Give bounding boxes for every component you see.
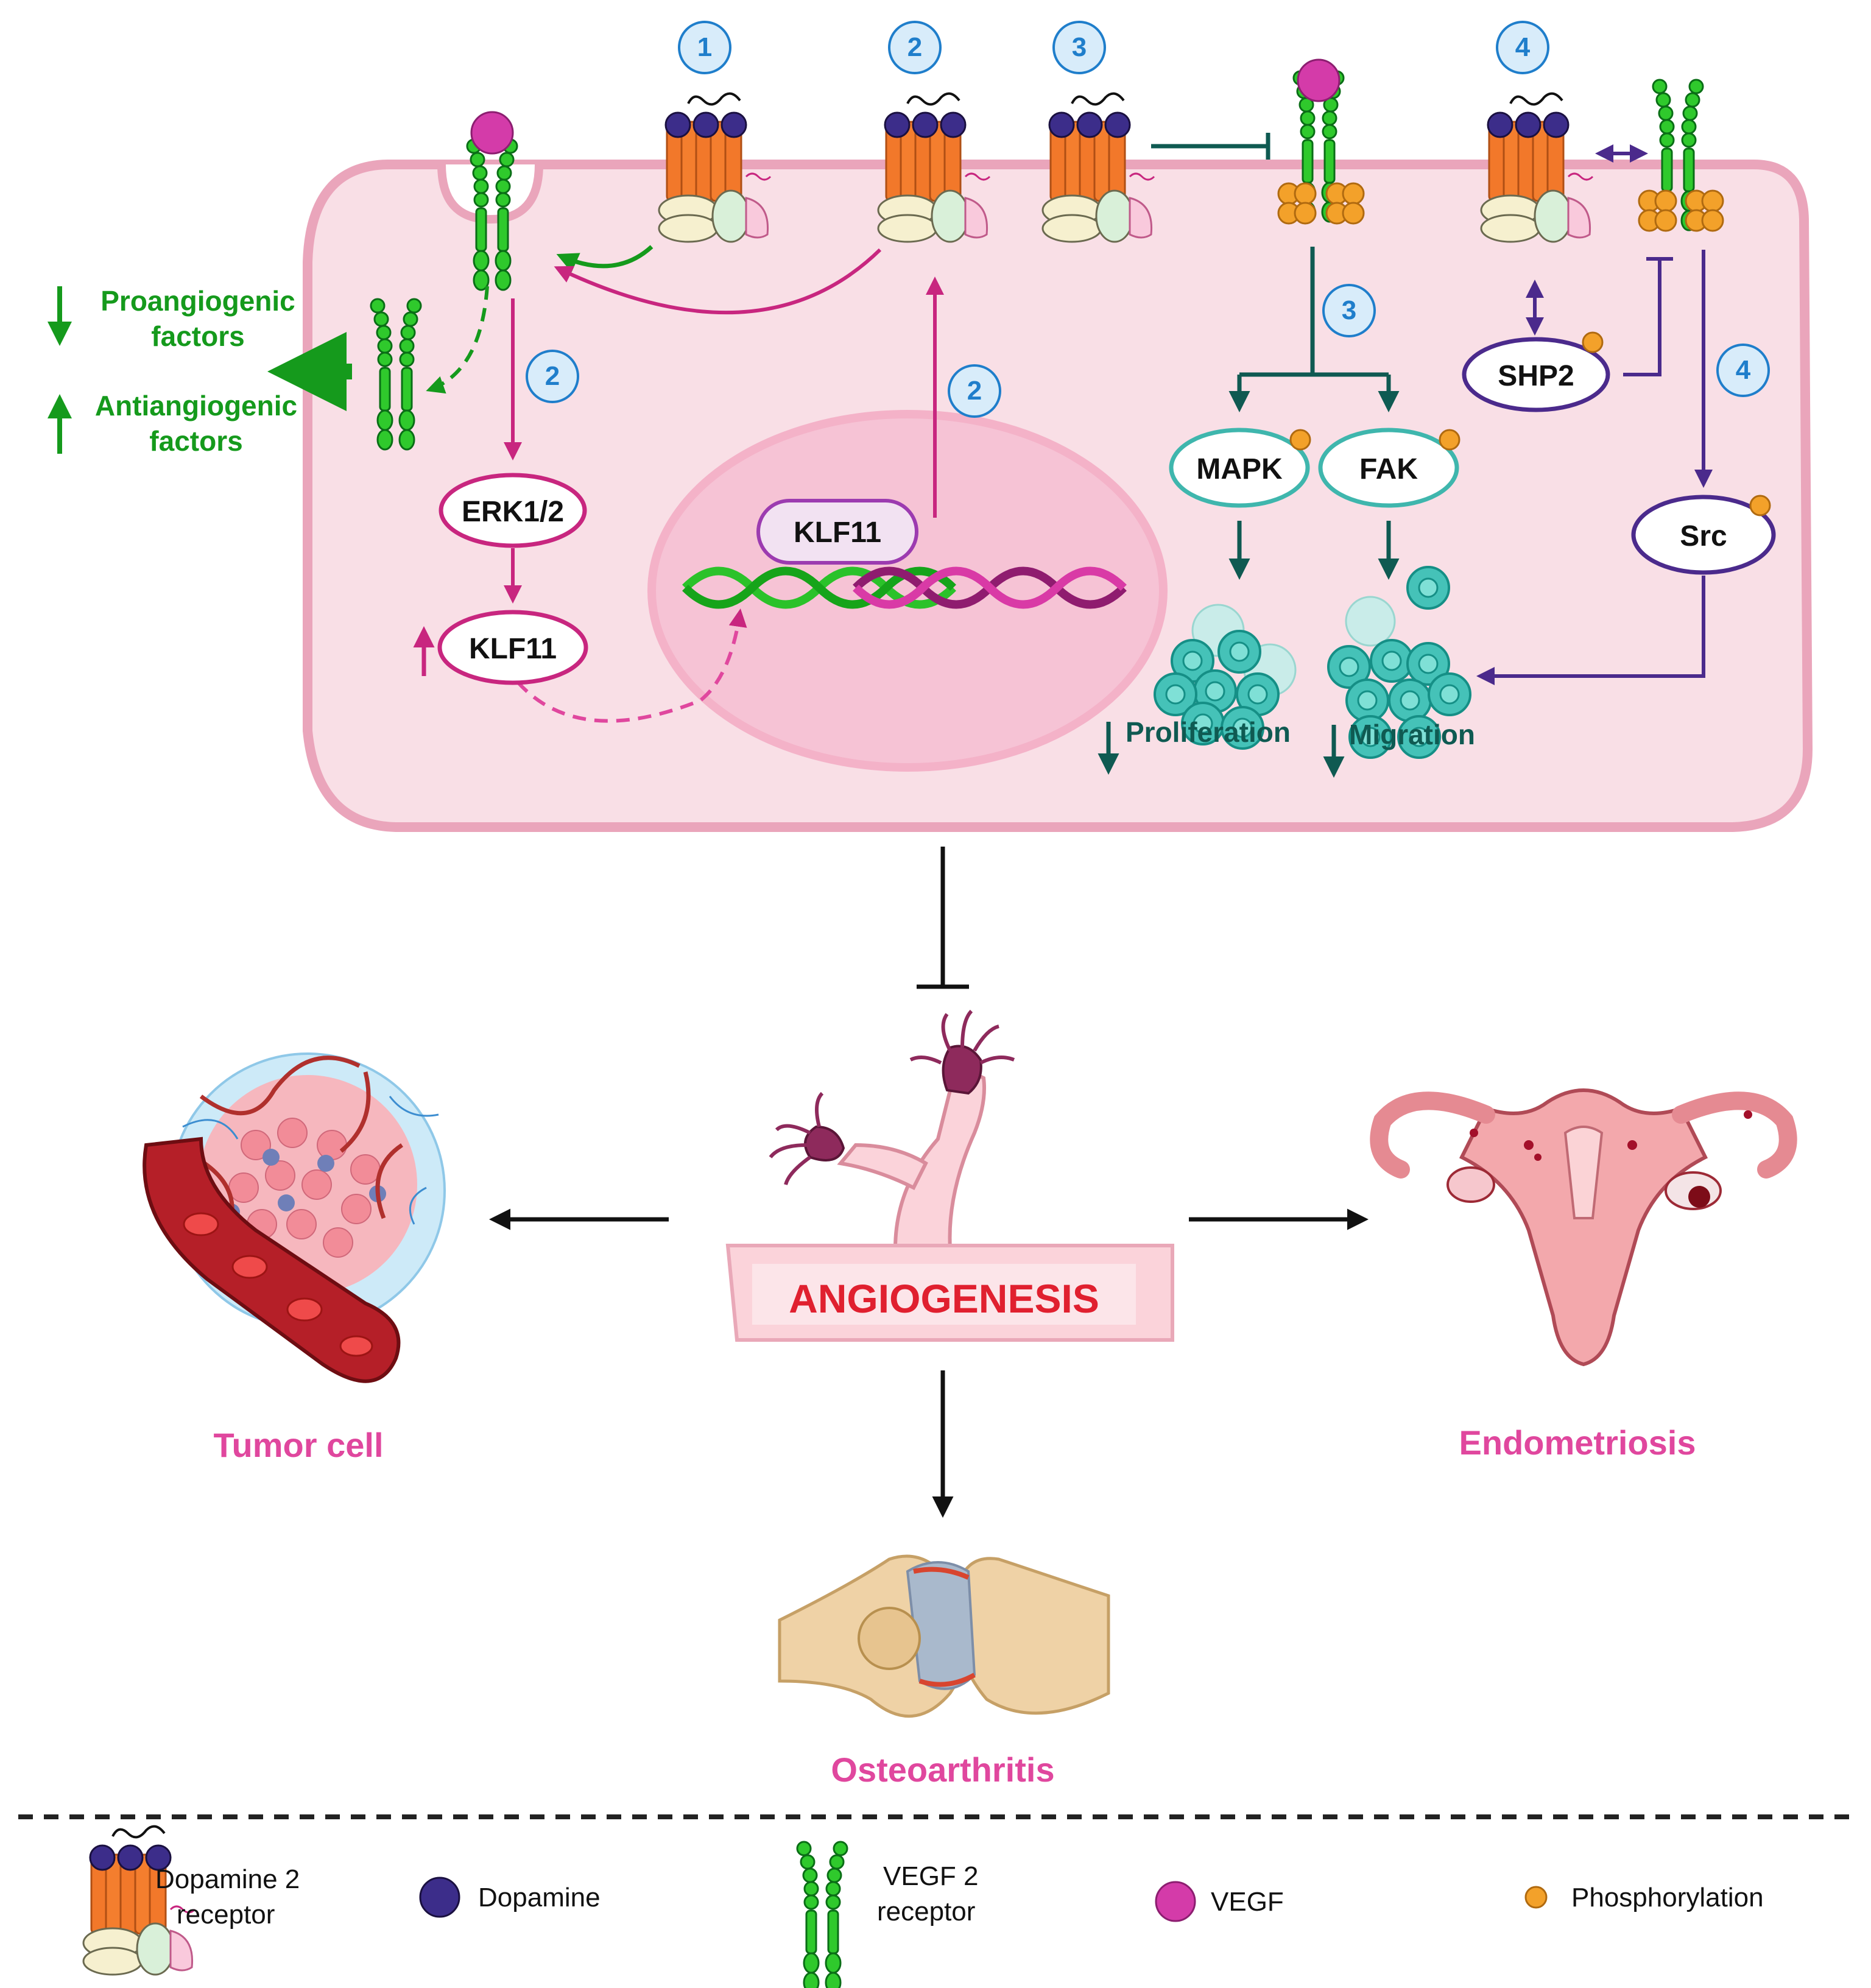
tumor-label: Tumor cell [213, 1426, 383, 1464]
step-badge-3a-label: 3 [1072, 32, 1087, 62]
proliferation-cluster [1154, 604, 1297, 750]
proliferation-label: Proliferation [1126, 716, 1291, 748]
phospho-src [1749, 495, 1771, 516]
inhibit-shp2-vegfr [1623, 259, 1661, 376]
step-badge-2b: 2 [526, 350, 579, 403]
angiogenesis-illustration [725, 1009, 1174, 1342]
step-badge-2c: 2 [948, 364, 1001, 418]
antiangiogenic-label-1: Antiangiogenic [95, 390, 297, 421]
dashed-arrow-to-soluble [426, 286, 489, 394]
migration-label: Migration [1349, 719, 1475, 750]
phospho-mapk [1289, 429, 1311, 451]
legend-vegf-label: VEGF [1211, 1887, 1284, 1917]
legend-dopamine-icon [419, 1877, 460, 1918]
step-badge-4a: 4 [1496, 21, 1549, 74]
mapk-label: MAPK [1196, 453, 1283, 485]
src-node [1631, 495, 1776, 575]
legend-d2r-label-2: receptor [177, 1900, 275, 1930]
legend-dopamine-label: Dopamine [478, 1883, 601, 1912]
legend-vegfr-label-1: VEGF 2 [883, 1861, 979, 1891]
vegf-ligand-3 [1297, 58, 1341, 102]
legend-phospho-icon [1524, 1886, 1548, 1909]
proangiogenic-label-1: Proangiogenic [100, 285, 295, 317]
osteoarthritis-label: Osteoarthritis [831, 1750, 1054, 1789]
legend-vegfr-label-2: receptor [877, 1897, 975, 1926]
klf11-cyto-label: KLF11 [469, 633, 557, 665]
phospho-dots-4 [1638, 189, 1724, 232]
nucleus [647, 410, 1168, 772]
vegf-ligand-internalized [470, 111, 514, 155]
mapk-node [1169, 428, 1310, 508]
legend-vegf-icon [1155, 1881, 1196, 1922]
src-label: Src [1680, 520, 1727, 552]
step-badge-1: 1 [678, 21, 731, 74]
step-badge-1-label: 1 [697, 32, 712, 62]
phospho-shp2 [1582, 331, 1604, 353]
uterus-illustration [1370, 1088, 1797, 1367]
angiogenesis-title: ANGIOGENESIS [789, 1276, 1099, 1321]
step-badge-2a-label: 2 [907, 32, 922, 62]
step-badge-4b-label: 4 [1736, 355, 1751, 385]
klf11-nucleus-label: KLF11 [794, 516, 881, 549]
erk-label: ERK1/2 [462, 496, 564, 528]
proangiogenic-label-2: factors [151, 320, 244, 352]
step-badge-3b-label: 3 [1342, 295, 1356, 325]
fak-label: FAK [1359, 453, 1418, 485]
step-badge-2b-label: 2 [545, 361, 560, 391]
erk-node [439, 473, 587, 548]
arrow-src-to-migration [1476, 576, 1705, 685]
fak-node [1318, 428, 1459, 508]
legend-vegfr-icon [796, 1841, 848, 1988]
tumor-illustration [143, 1052, 446, 1383]
step-badge-3a: 3 [1052, 21, 1106, 74]
osteoarthritis-illustration [778, 1554, 1110, 1718]
shp2-label: SHP2 [1498, 360, 1574, 392]
step-badge-2c-label: 2 [967, 376, 982, 406]
phospho-fak [1439, 429, 1461, 451]
endocytic-pocket [437, 164, 543, 224]
klf11-cyto-node [437, 610, 588, 685]
klf11-nucleus-node [756, 499, 918, 565]
step-badge-4a-label: 4 [1515, 32, 1531, 62]
legend-d2r-label-1: Dopamine 2 [155, 1864, 300, 1894]
shp2-node [1462, 337, 1610, 412]
step-badge-2a: 2 [888, 21, 942, 74]
dashed-arrow-klf11-to-dna [516, 608, 747, 723]
step-badge-4b: 4 [1716, 344, 1770, 397]
arrow-d2r1-to-internalization [556, 245, 654, 273]
arrow-d2r2-to-internalization [554, 248, 882, 315]
antiangiogenic-label-2: factors [149, 425, 242, 457]
dna-helix [682, 566, 1127, 609]
endometriosis-label: Endometriosis [1459, 1423, 1696, 1462]
step-badge-3b: 3 [1322, 284, 1376, 337]
legend-phospho-label: Phosphorylation [1571, 1883, 1764, 1912]
phospho-dots-3 [1277, 182, 1365, 225]
migration-cluster [1327, 566, 1471, 759]
